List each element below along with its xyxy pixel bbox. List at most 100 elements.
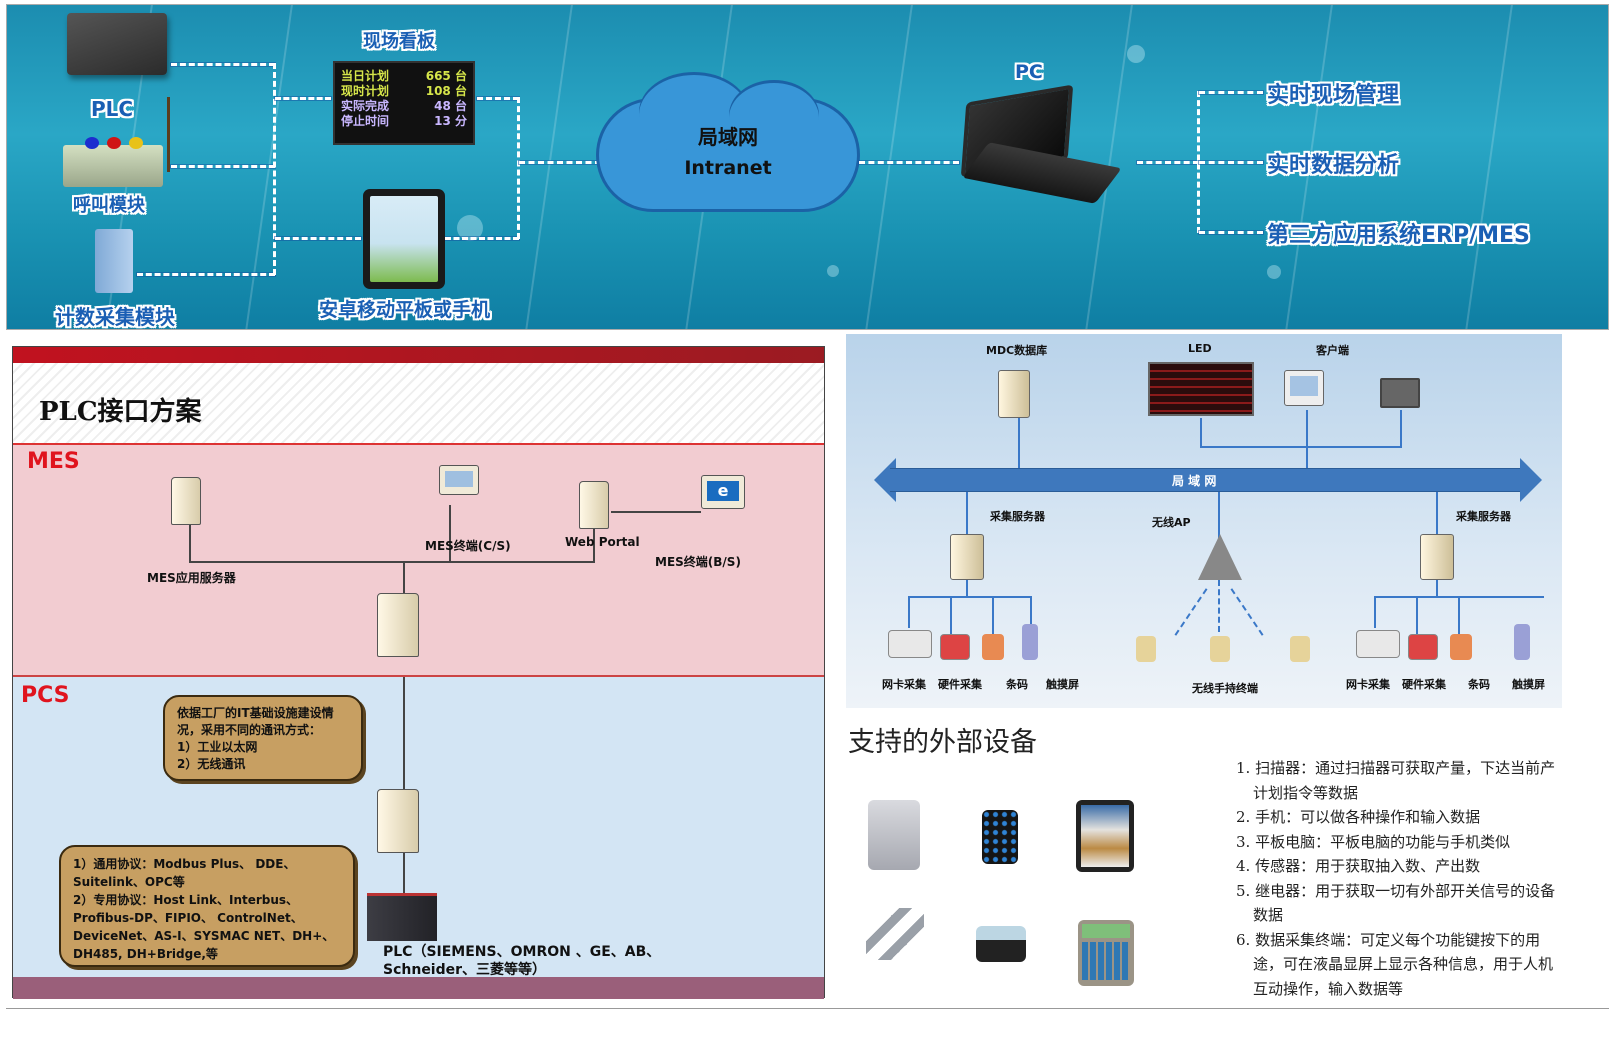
left-device-label: 硬件采集 xyxy=(938,678,982,691)
right-device-label: 触摸屏 xyxy=(1512,678,1545,691)
db-label: MDC数据库 xyxy=(986,344,1048,357)
board-row-label: 实际完成 xyxy=(341,99,390,113)
callout-line: 2）专用协议：Host Link、Interbus、 xyxy=(73,893,299,907)
laptop-client-icon xyxy=(1380,378,1420,408)
callout-line: Suitelink、OPC等 xyxy=(73,875,185,889)
hardware-collector-icon xyxy=(940,634,970,660)
lan-arrow-right-icon xyxy=(1520,458,1542,502)
board-row-unit: 分 xyxy=(454,114,467,128)
barcode-scanner-icon xyxy=(982,634,1004,660)
web-portal-server-icon xyxy=(579,481,618,536)
callout-line: 1）通用协议：Modbus Plus、 DDE、 xyxy=(73,857,296,871)
output-third-party: 第三方应用系统ERP/MES xyxy=(1267,223,1530,248)
pcs-zone-label: PCS xyxy=(21,683,70,708)
phone-image xyxy=(982,810,1018,864)
mes-zone: MES MES应用服务器 MES终端(C/S) Web Portal e MES… xyxy=(13,445,824,677)
touchscreen-icon xyxy=(1514,624,1530,660)
device-list-item: 6. 数据采集终端：可定义每个功能键按下的用途，可在液晶显屏上显示各种信息，用于… xyxy=(1236,930,1554,998)
count-module-label: 计数采集模块 xyxy=(55,305,175,329)
mes-cs-terminal-icon xyxy=(439,465,479,495)
plc-caption-line: Schneider、三菱等等） xyxy=(383,962,547,978)
cnc-machine-icon xyxy=(888,630,932,658)
plc-caption-line: PLC（SIEMENS、OMRON 、GE、AB、 xyxy=(383,944,661,960)
plc-caption: PLC（SIEMENS、OMRON 、GE、AB、 Schneider、三菱等等… xyxy=(383,943,660,979)
db-server-icon xyxy=(998,370,1030,418)
gateway-server-icon xyxy=(377,593,428,664)
hardware-collector-icon xyxy=(1408,634,1438,660)
collect-server-left-icon xyxy=(950,534,984,580)
board-row-unit: 台 xyxy=(454,69,467,83)
device-list-item: 2. 手机：可以做各种操作和输入数据 xyxy=(1236,808,1481,826)
board-row-value: 665 xyxy=(425,69,451,83)
device-list-item: 4. 传感器：用于获取抽入数、产出数 xyxy=(1236,857,1481,875)
device-list-item: 1. 扫描器：通过扫描器可获取产量，下达当前产计划指令等数据 xyxy=(1236,759,1556,802)
left-device-label: 触摸屏 xyxy=(1046,678,1079,691)
handheld-terminal-icon xyxy=(1136,636,1156,662)
callout-line: DH485, DH+Bridge,等 xyxy=(73,947,218,961)
scanner-image xyxy=(868,800,920,870)
network-topology-panel: MDC数据库 LED 客户端 局 域 网 采集服务器 采集服务器 无线AP 网卡… xyxy=(846,334,1562,708)
mes-zone-label: MES xyxy=(27,449,80,474)
desktop-client-icon xyxy=(1284,370,1324,406)
barcode-scanner-icon xyxy=(1450,634,1472,660)
mes-app-server-icon xyxy=(171,477,210,532)
device-list-item: 5. 继电器：用于获取一切有外部开关信号的设备数据 xyxy=(1236,881,1556,925)
callout-line: 1）工业以太网 xyxy=(177,740,258,754)
left-device-label: 网卡采集 xyxy=(882,678,926,691)
devices-list: 1. 扫描器：通过扫描器可获取产量，下达当前产计划指令等数据 2. 手机：可以做… xyxy=(1236,756,1566,1001)
handheld-terminal-icon xyxy=(1290,636,1310,662)
output-realtime-mgmt: 实时现场管理 xyxy=(1267,83,1400,108)
plc-label: PLC xyxy=(91,97,134,121)
callout-line: DeviceNet、AS-I、SYSMAC NET、DH+、 xyxy=(73,929,335,943)
right-device-label: 条码 xyxy=(1468,678,1490,691)
plc-device-icon xyxy=(67,13,167,75)
plc-panel-title: PLC接口方案 xyxy=(39,397,202,427)
pc-label: PC xyxy=(1015,61,1043,83)
comm-method-callout: 依据工厂的IT基础设施建设情 况，采用不同的通讯方式： 1）工业以太网 2）无线… xyxy=(163,695,363,781)
wireless-tower-icon xyxy=(1198,534,1242,580)
right-device-label: 硬件采集 xyxy=(1402,678,1446,691)
web-portal-label: Web Portal xyxy=(565,535,640,549)
led-screen-icon xyxy=(1148,362,1254,416)
output-realtime-analysis: 实时数据分析 xyxy=(1267,153,1400,178)
tablet-icon xyxy=(363,189,445,289)
pcs-zone: PCS 依据工厂的IT基础设施建设情 况，采用不同的通讯方式： 1）工业以太网 … xyxy=(13,677,824,977)
right-device-label: 网卡采集 xyxy=(1346,678,1390,691)
collect-server-right-icon xyxy=(1420,534,1454,580)
cloud-label-en: Intranet xyxy=(684,157,772,179)
board-row: 实际完成 48 台 xyxy=(341,99,467,114)
lan-label: 局 域 网 xyxy=(1172,474,1217,488)
client-label: 客户端 xyxy=(1316,344,1349,357)
lan-bus xyxy=(890,468,1522,492)
mes-cs-label: MES终端(C/S) xyxy=(425,539,511,553)
call-module-icon xyxy=(63,137,163,187)
terminal-image xyxy=(1078,920,1134,986)
cloud-label-cn: 局域网 xyxy=(698,125,758,149)
intranet-cloud-icon: 局域网 Intranet xyxy=(599,75,857,209)
callout-line: 况，采用不同的通讯方式： xyxy=(177,723,322,737)
wireless-ap-label: 无线AP xyxy=(1152,516,1191,529)
protocol-callout: 1）通用协议：Modbus Plus、 DDE、 Suitelink、OPC等 … xyxy=(59,845,355,967)
plc-rack-icon xyxy=(367,893,437,941)
antenna-icon xyxy=(167,97,170,172)
tablet-label: 安卓移动平板或手机 xyxy=(319,299,491,321)
relay-image xyxy=(976,926,1026,962)
board-title: 现场看板 xyxy=(363,31,435,52)
touchscreen-icon xyxy=(1022,624,1038,660)
devices-title: 支持的外部设备 xyxy=(848,727,1037,758)
board-row-label: 现时计划 xyxy=(341,84,390,98)
cnc-machine-icon xyxy=(1356,630,1400,658)
plc-interface-panel: PLC接口方案 MES MES应用服务器 MES终端(C/S) Web Port… xyxy=(12,346,825,999)
board-row-value: 13 xyxy=(434,114,451,128)
board-row-value: 48 xyxy=(434,99,451,113)
mes-app-server-label: MES应用服务器 xyxy=(147,571,236,585)
call-module-label: 呼叫模块 xyxy=(73,195,145,216)
callout-line: Profibus-DP、FIPIO、 ControlNet、 xyxy=(73,911,303,925)
wireless-handheld-label: 无线手持终端 xyxy=(1192,682,1258,695)
board-row-unit: 台 xyxy=(454,99,467,113)
board-row-unit: 台 xyxy=(454,84,467,98)
mes-bs-label: MES终端(B/S) xyxy=(655,555,741,569)
